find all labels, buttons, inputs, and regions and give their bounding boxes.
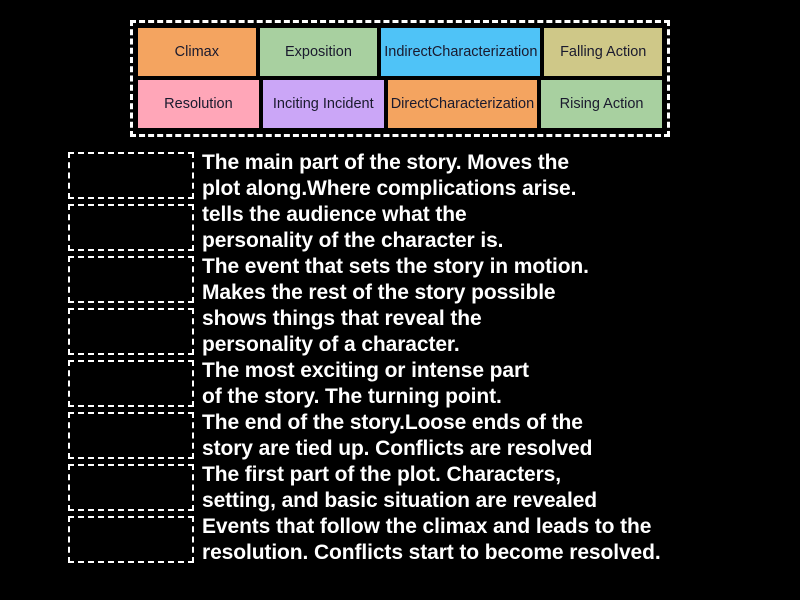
answer-row: Events that follow the climax and leads …: [68, 514, 788, 566]
drop-zone[interactable]: [68, 152, 194, 199]
drop-zone[interactable]: [68, 516, 194, 563]
answer-text: Events that follow the climax and leads …: [202, 515, 661, 564]
drop-zone[interactable]: [68, 204, 194, 251]
tile-label-line: Falling Action: [560, 43, 647, 60]
answer-row: The most exciting or intense part of the…: [68, 358, 788, 410]
answer-row: The end of the story.Loose ends of the s…: [68, 410, 788, 462]
drop-zone[interactable]: [68, 412, 194, 459]
answer-text: shows things that reveal the personality…: [202, 307, 482, 356]
tile-label-line: Exposition: [284, 43, 352, 60]
answer-text: The end of the story.Loose ends of the s…: [202, 411, 593, 460]
answer-row: The event that sets the story in motion.…: [68, 254, 788, 306]
answer-list: The main part of the story. Moves the pl…: [68, 150, 788, 566]
drop-zone[interactable]: [68, 256, 194, 303]
tile-label-line: Direct: [390, 95, 429, 112]
drop-zone[interactable]: [68, 464, 194, 511]
drop-zone[interactable]: [68, 308, 194, 355]
answer-text: The main part of the story. Moves the pl…: [202, 151, 577, 200]
answer-text: tells the audience what the personality …: [202, 203, 504, 252]
answer-row: tells the audience what the personality …: [68, 202, 788, 254]
tile-label-line: Resolution: [164, 95, 233, 112]
tile-label-line: Climax: [174, 43, 219, 60]
tile-label-line: Characterization: [431, 43, 538, 60]
draggable-tile[interactable]: Climax: [138, 28, 256, 76]
tile-label-line: Indirect: [384, 43, 432, 60]
tile-label-line: Rising Action: [559, 95, 644, 112]
draggable-tile[interactable]: Rising Action: [541, 80, 662, 128]
answer-row: The first part of the plot. Characters, …: [68, 462, 788, 514]
answer-text: The first part of the plot. Characters, …: [202, 463, 598, 512]
draggable-tile[interactable]: Inciting Incident: [262, 80, 384, 128]
tile-label-line: Characterization: [428, 95, 535, 112]
answer-row: The main part of the story. Moves the pl…: [68, 150, 788, 202]
draggable-tile[interactable]: Exposition: [259, 28, 378, 76]
draggable-tile[interactable]: Resolution: [138, 80, 259, 128]
draggable-tile[interactable]: Falling Action: [544, 28, 663, 76]
answer-text: The most exciting or intense part of the…: [202, 359, 529, 408]
tile-label-line: Inciting Incident: [272, 95, 374, 112]
drop-zone[interactable]: [68, 360, 194, 407]
answer-row: shows things that reveal the personality…: [68, 306, 788, 358]
answer-text: The event that sets the story in motion.…: [202, 255, 589, 304]
